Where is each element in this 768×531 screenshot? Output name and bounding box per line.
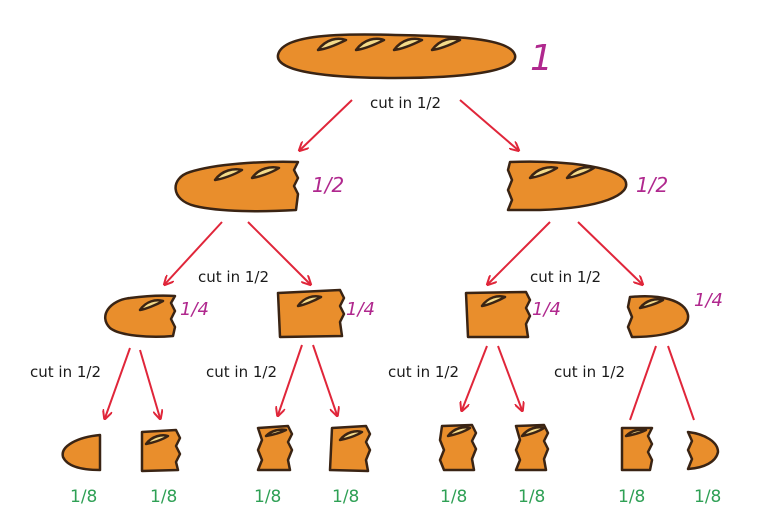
arrow-quarter2-to-eighth3 (278, 344, 303, 415)
fraction-label-quarter-2: 1/4 (346, 299, 375, 320)
fraction-label-half-left: 1/2 (312, 173, 344, 197)
cut-label-quarter-4: cut in 1/2 (554, 363, 625, 381)
half-baguette-right (506, 160, 628, 212)
fraction-label-whole: 1 (530, 38, 553, 79)
arrow-whole-to-right-half (459, 99, 518, 150)
arrow-quarter3-to-eighth6 (497, 345, 522, 410)
line-quarter4-to-eighth8 (667, 345, 695, 421)
cut-label-quarter-3: cut in 1/2 (388, 363, 459, 381)
cut-labels: cut in 1/2 cut in 1/2 cut in 1/2 cut in … (30, 94, 625, 381)
arrow-quarter1-to-eighth2 (139, 349, 160, 418)
fraction-label-quarter-1: 1/4 (180, 299, 209, 320)
line-quarter4-to-eighth7 (629, 345, 657, 421)
bread-pieces (61, 33, 720, 473)
quarter-piece-1 (104, 294, 177, 338)
fraction-label-eighth-3: 1/8 (254, 487, 281, 507)
fraction-label-eighth-5: 1/8 (440, 487, 467, 507)
eighth-piece-7 (620, 426, 654, 472)
quarter-piece-4 (626, 295, 690, 339)
eighth-piece-5 (438, 423, 478, 472)
arrow-half2-to-quarter4 (577, 221, 642, 284)
half-baguette-left (174, 160, 300, 213)
arrows (105, 99, 695, 421)
cut-label-quarter-2: cut in 1/2 (206, 363, 277, 381)
fraction-labels: 1 1/2 1/2 1/4 1/4 1/4 1/4 1/8 1/8 1/8 1/… (70, 38, 723, 507)
fraction-label-eighth-1: 1/8 (70, 487, 97, 507)
eighth-piece-1 (61, 433, 102, 472)
fraction-label-eighth-4: 1/8 (332, 487, 359, 507)
fraction-label-eighth-7: 1/8 (618, 487, 645, 507)
cut-label-half-left: cut in 1/2 (198, 268, 269, 286)
cut-label-quarter-1: cut in 1/2 (30, 363, 101, 381)
eighth-piece-8 (686, 430, 720, 471)
arrow-half1-to-quarter2 (247, 221, 310, 284)
eighth-piece-4 (328, 424, 372, 473)
arrow-quarter2-to-eighth4 (312, 344, 337, 415)
arrow-quarter3-to-eighth5 (462, 345, 488, 410)
fraction-label-eighth-2: 1/8 (150, 487, 177, 507)
arrow-quarter1-to-eighth1 (105, 347, 131, 418)
cut-label-whole: cut in 1/2 (370, 94, 441, 112)
quarter-piece-2 (276, 288, 346, 339)
fraction-label-half-right: 1/2 (636, 173, 668, 197)
cut-label-half-right: cut in 1/2 (530, 268, 601, 286)
arrow-whole-to-left-half (300, 99, 353, 150)
quarter-piece-3 (464, 290, 532, 339)
eighth-piece-2 (140, 428, 182, 473)
fraction-label-quarter-4: 1/4 (694, 290, 723, 311)
fraction-label-quarter-3: 1/4 (532, 299, 561, 320)
eighth-piece-3 (256, 424, 294, 472)
fraction-label-eighth-8: 1/8 (694, 487, 721, 507)
fraction-label-eighth-6: 1/8 (518, 487, 545, 507)
arrow-half2-to-quarter3 (488, 221, 551, 284)
whole-baguette (276, 33, 517, 80)
eighth-piece-6 (514, 423, 550, 472)
arrow-half1-to-quarter1 (165, 221, 223, 284)
